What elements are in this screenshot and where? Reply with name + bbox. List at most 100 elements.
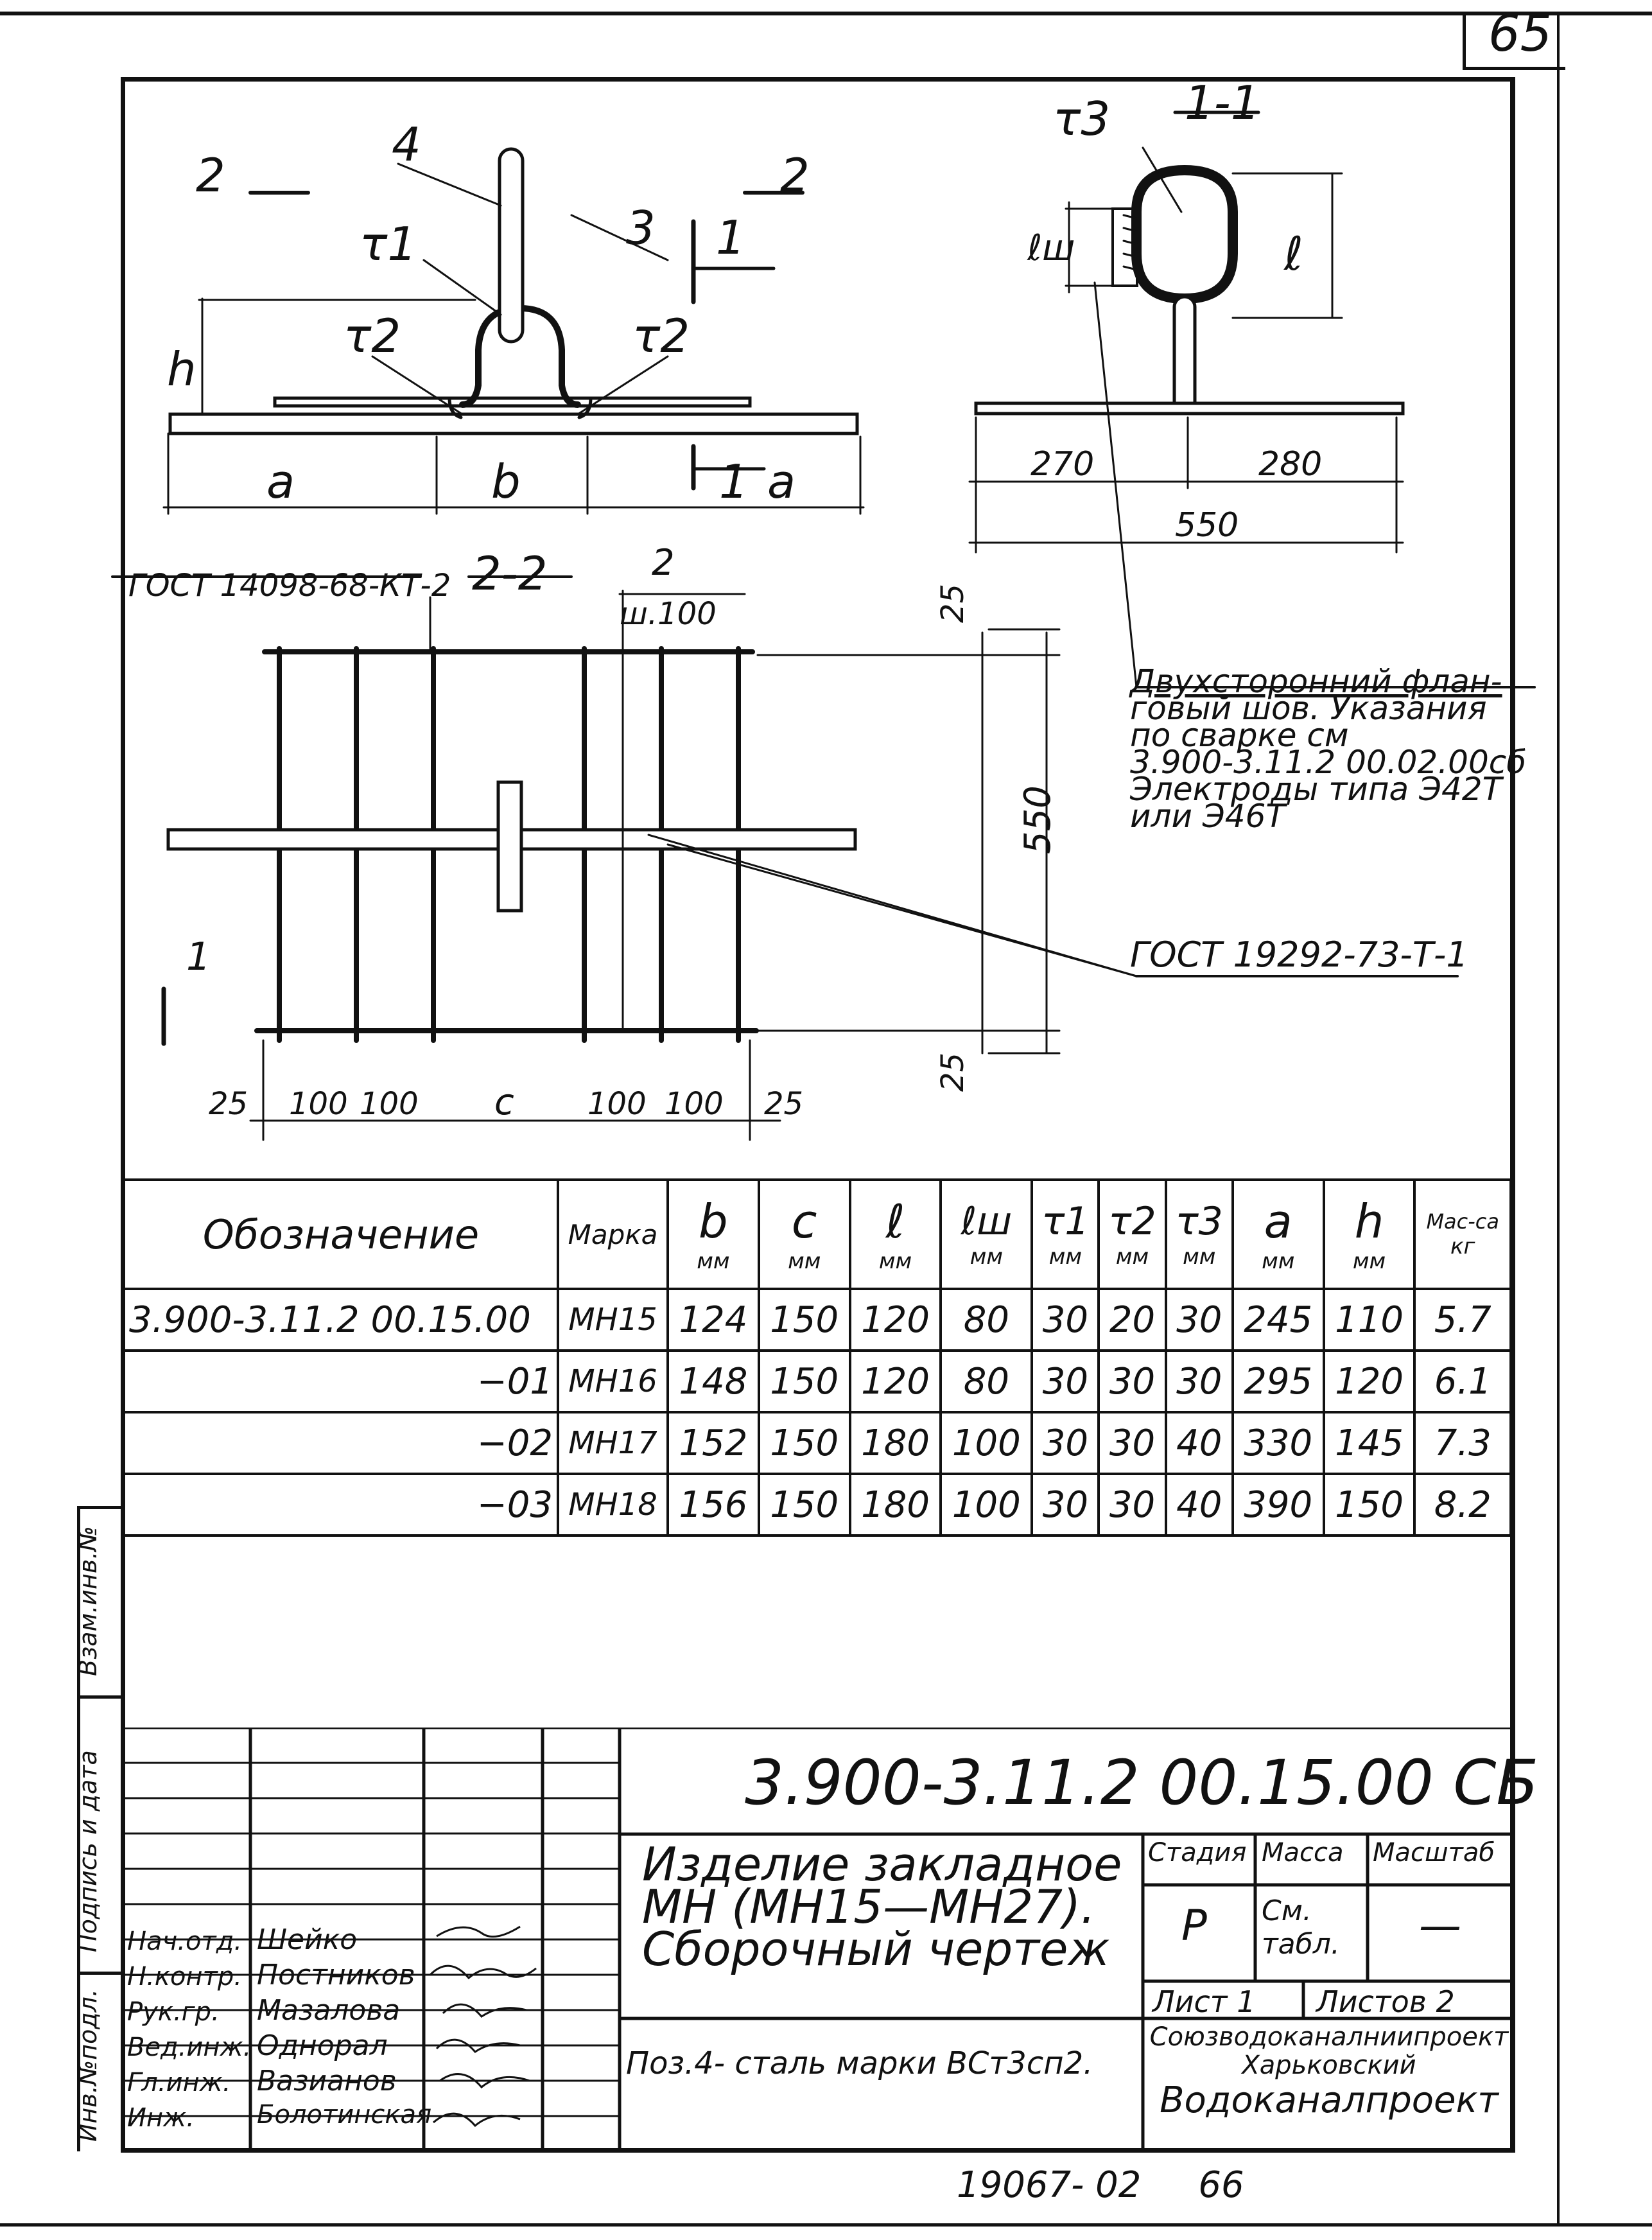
margin-strip-left	[77, 1506, 80, 2151]
svg-text:25: 25	[935, 1053, 971, 1092]
signature-1	[436, 1925, 521, 1938]
drawing-title: Изделие закладное МН (МН15—МН27). Сбороч…	[642, 1841, 1122, 1976]
row-3-c: 150	[757, 1411, 851, 1475]
table-row: −01 МН16 148 150 120 80 30 30 30 295 120…	[123, 1349, 1512, 1413]
row-4-mark: МН18	[557, 1473, 669, 1537]
svg-text:1: 1	[186, 934, 211, 979]
row-1-lsh: 80	[939, 1288, 1034, 1352]
margin-div-1	[77, 1695, 123, 1699]
svg-text:c: c	[494, 1081, 514, 1123]
bottom-archive-note: 19067- 02 66	[957, 2164, 1244, 2206]
row-3-lsh: 100	[939, 1411, 1034, 1475]
section-1-1-view	[968, 110, 1536, 688]
svg-text:270: 270	[1030, 445, 1094, 484]
staff-role-4: Вед.инж.	[127, 2033, 252, 2062]
weld-note-line-3: по сварке см	[1130, 717, 1349, 754]
row-4-a: 390	[1231, 1473, 1325, 1537]
weld-note-line-4: 3.900-3.11.2 00.02.00сб	[1130, 744, 1527, 781]
svg-text:h: h	[167, 342, 196, 396]
mass-value: См. табл.	[1262, 1894, 1340, 1961]
svg-text:τ2: τ2	[343, 309, 401, 363]
svg-text:2: 2	[196, 148, 225, 202]
weld-note-line-5: Электроды типа Э42Т	[1130, 771, 1502, 808]
weld-note: Двухсторонний флан- говый шов. Указания …	[1130, 665, 1527, 832]
svg-text:2: 2	[780, 148, 810, 202]
row-2-lsh: 80	[939, 1349, 1034, 1413]
top-border	[0, 12, 1652, 15]
front-view	[162, 147, 865, 515]
svg-text:1: 1	[716, 211, 745, 265]
row-2-mark: МН16	[557, 1349, 669, 1413]
margin-div-2	[77, 1972, 123, 1975]
svg-text:1-1: 1-1	[1185, 76, 1260, 130]
staff-name-3: Мазалова	[257, 1994, 401, 2027]
corner-box-bottom	[1463, 67, 1565, 70]
row-3-t1: 30	[1030, 1411, 1100, 1475]
title-line-3: Сборочный чертеж	[642, 1922, 1110, 1976]
staff-role-2: Н.контр.	[127, 1962, 242, 1991]
row-3-t3: 40	[1164, 1411, 1234, 1475]
row-1-mass: 5.7	[1413, 1288, 1512, 1352]
table-row: −02 МН17 152 150 180 100 30 30 40 330 14…	[123, 1411, 1512, 1475]
stage-value: Р	[1181, 1901, 1207, 1950]
staff-name-6: Болотинская	[257, 2100, 432, 2130]
corner-box-left	[1463, 12, 1466, 69]
mass-header: Масса	[1262, 1838, 1344, 1868]
svg-text:τ3: τ3	[1053, 92, 1110, 146]
svg-text:100: 100	[360, 1086, 419, 1122]
row-1-t3: 30	[1164, 1288, 1234, 1352]
row-3-mark: МН17	[557, 1411, 669, 1475]
row-1-t1: 30	[1030, 1288, 1100, 1352]
scale-value: —	[1419, 1901, 1461, 1950]
svg-text:τ2: τ2	[632, 309, 690, 363]
weld-note-line-2: говый шов. Указания	[1130, 690, 1487, 727]
org-line-1: Союзводоканалниипроект	[1149, 2022, 1509, 2052]
row-2-c: 150	[757, 1349, 851, 1413]
row-3-designation: −02	[123, 1411, 559, 1475]
signatures	[429, 1925, 537, 2128]
svg-text:1: 1	[719, 455, 749, 509]
row-3-b: 152	[666, 1411, 760, 1475]
sheets-total: Листов 2	[1316, 1984, 1455, 2019]
staff-role-6: Инж.	[127, 2103, 195, 2133]
row-3-t2: 30	[1097, 1411, 1167, 1475]
svg-text:ℓ: ℓ	[1283, 227, 1303, 281]
staff-role-3: Рук.гр.	[127, 1997, 220, 2027]
header-mark: Марка	[557, 1178, 669, 1290]
svg-text:2-2: 2-2	[472, 547, 548, 600]
row-4-b: 156	[666, 1473, 760, 1537]
frame-left	[121, 77, 125, 2151]
right-outer-line	[1557, 12, 1560, 2225]
row-2-mass: 6.1	[1413, 1349, 1512, 1413]
frame-bottom	[121, 2148, 1515, 2153]
svg-text:a: a	[767, 455, 796, 509]
row-1-l: 120	[848, 1288, 943, 1352]
row-3-a: 330	[1231, 1411, 1325, 1475]
row-2-l: 120	[848, 1349, 943, 1413]
row-2-t3: 30	[1164, 1349, 1234, 1413]
row-3-l: 180	[848, 1411, 943, 1475]
row-4-t1: 30	[1030, 1473, 1100, 1537]
row-4-c: 150	[757, 1473, 851, 1537]
sheet-number: Лист 1	[1152, 1984, 1256, 2019]
row-4-t2: 30	[1097, 1473, 1167, 1537]
assembly-drawing: 2 2 4 3 τ1 τ2 τ2 1 1 h a b a 1-1 τ3 ℓш ℓ…	[111, 76, 1536, 1141]
signature-4	[435, 2038, 521, 2053]
frame-right	[1510, 77, 1515, 2153]
staff-role-5: Гл.инж.	[127, 2068, 231, 2097]
row-1-c: 150	[757, 1288, 851, 1352]
svg-text:2: 2	[652, 542, 675, 584]
staff-name-2: Постников	[257, 1959, 415, 1991]
frame-top	[121, 77, 1514, 82]
staff-name-4: Однорал	[257, 2029, 388, 2062]
page-bottom-line	[0, 2223, 1652, 2227]
svg-text:100: 100	[665, 1086, 724, 1122]
svg-text:a: a	[266, 455, 295, 509]
svg-text:100: 100	[587, 1086, 647, 1122]
svg-text:4: 4	[392, 118, 421, 171]
title-line-2: МН (МН15—МН27).	[642, 1880, 1095, 1934]
